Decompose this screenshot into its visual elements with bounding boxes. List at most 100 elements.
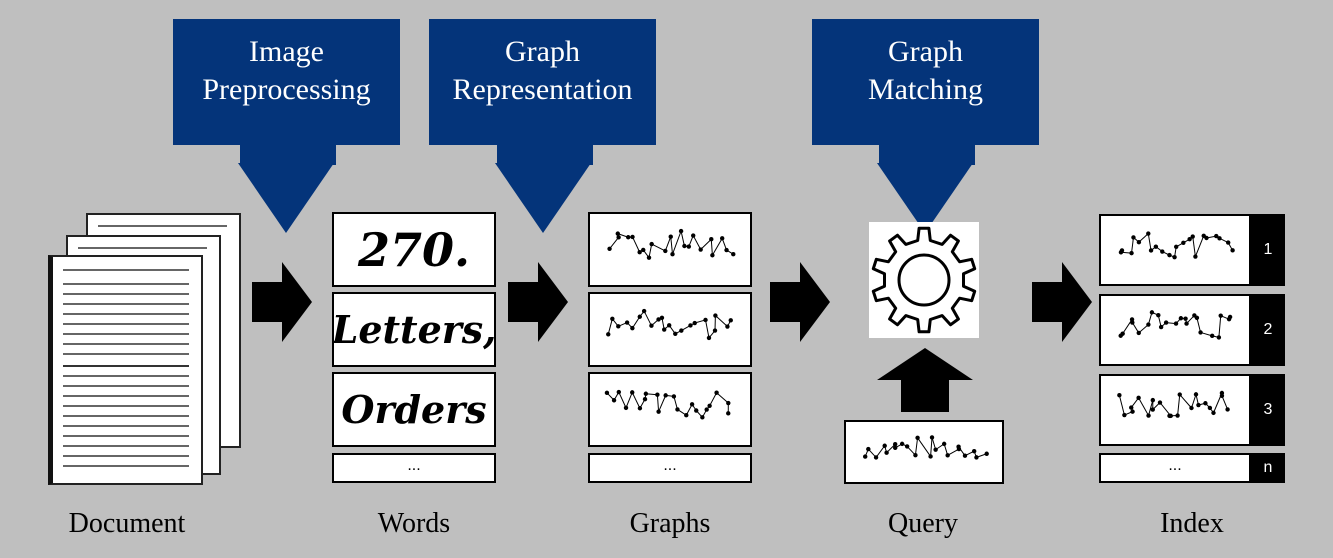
graph-edge bbox=[1196, 317, 1202, 333]
graph-node bbox=[725, 324, 730, 329]
graph-node bbox=[941, 441, 947, 447]
graph-node bbox=[643, 391, 649, 396]
query-graph bbox=[863, 435, 989, 460]
graph-node bbox=[623, 405, 629, 411]
word-image-text: Letters, bbox=[332, 307, 496, 352]
graph-node bbox=[1187, 236, 1192, 242]
graph-node bbox=[1160, 249, 1165, 254]
graph-edge bbox=[651, 243, 666, 252]
graph-node bbox=[692, 320, 697, 326]
graph-node bbox=[704, 407, 709, 412]
graph-node bbox=[1130, 409, 1135, 414]
graph-edge bbox=[631, 316, 641, 329]
graph-edge bbox=[1177, 394, 1181, 416]
graph-edge bbox=[1148, 399, 1154, 416]
graph-node bbox=[637, 250, 642, 255]
graph-node bbox=[1207, 405, 1213, 411]
caption-graphs: Graphs bbox=[629, 508, 711, 539]
graph-node bbox=[706, 335, 712, 341]
word-graph bbox=[606, 308, 733, 341]
graph-node bbox=[1156, 313, 1161, 318]
document-page-front bbox=[48, 255, 203, 485]
graph-edge bbox=[875, 445, 886, 458]
graph-node bbox=[630, 390, 635, 395]
graph-node bbox=[1175, 413, 1180, 418]
graph-node bbox=[1227, 314, 1233, 320]
graph-node bbox=[893, 445, 898, 451]
graph-node bbox=[688, 323, 693, 328]
graph-node bbox=[1209, 333, 1215, 339]
graph-node bbox=[679, 328, 684, 333]
graph-node bbox=[615, 231, 620, 236]
arrow-down-icon bbox=[877, 163, 973, 233]
graph-node bbox=[1129, 405, 1134, 410]
graph-node bbox=[899, 441, 905, 447]
graph-node bbox=[1120, 331, 1125, 336]
graph-node bbox=[1150, 397, 1156, 403]
graph-edge bbox=[618, 391, 627, 409]
graph-edge bbox=[670, 236, 674, 255]
graph-node bbox=[607, 246, 612, 251]
graph-node bbox=[1129, 250, 1134, 256]
graph-node bbox=[712, 328, 718, 333]
graph-node bbox=[710, 253, 715, 258]
graph-node bbox=[1122, 412, 1127, 418]
graph-node bbox=[671, 394, 677, 399]
graph-node bbox=[630, 234, 635, 240]
graph-edge bbox=[607, 318, 613, 335]
word-card-ellipsis: ... bbox=[332, 453, 496, 483]
stage-label-line1: Image bbox=[249, 35, 324, 68]
stage-graph-representation: Graph Representation bbox=[429, 19, 656, 145]
graph-node bbox=[971, 448, 977, 454]
graph-node bbox=[606, 332, 611, 337]
graph-node bbox=[1146, 413, 1151, 418]
graph-edge bbox=[1118, 395, 1125, 416]
graph-node bbox=[689, 402, 695, 407]
graph-node bbox=[659, 315, 665, 320]
graph-node bbox=[1150, 407, 1155, 412]
graph-node bbox=[1153, 244, 1159, 249]
graph-node bbox=[616, 389, 622, 395]
gear-box bbox=[869, 222, 979, 338]
graph-edge bbox=[648, 244, 653, 258]
graph-node bbox=[974, 455, 979, 460]
graph-node bbox=[928, 454, 933, 459]
graph-node bbox=[945, 453, 950, 458]
stage-graph-matching: Graph Matching bbox=[812, 19, 1039, 145]
graph-edge bbox=[700, 238, 712, 250]
graph-node bbox=[713, 313, 718, 318]
graph-node bbox=[1183, 316, 1188, 321]
graph-node bbox=[1184, 321, 1189, 326]
word-card: Letters, bbox=[332, 292, 496, 367]
graph-edge bbox=[1221, 395, 1229, 410]
graph-node bbox=[1118, 250, 1124, 255]
graph-node bbox=[1204, 235, 1209, 241]
graph-node bbox=[1136, 239, 1142, 245]
graph-node bbox=[913, 452, 918, 458]
word-graph bbox=[607, 228, 736, 260]
query-card bbox=[844, 420, 1004, 484]
rank-badge: 2 bbox=[1251, 294, 1285, 366]
graph-node bbox=[673, 331, 678, 336]
graph-edge bbox=[672, 230, 682, 255]
graph-node bbox=[1218, 313, 1223, 318]
graph-node bbox=[904, 444, 910, 449]
graph-edge bbox=[664, 236, 672, 252]
graph-node bbox=[641, 308, 647, 314]
graph-node bbox=[1130, 320, 1135, 325]
graph-node bbox=[700, 415, 705, 420]
graph-node bbox=[1190, 234, 1195, 239]
graph-node bbox=[929, 435, 935, 440]
graph-node bbox=[1217, 236, 1222, 241]
graph-node bbox=[1157, 400, 1163, 405]
graph-node bbox=[1167, 252, 1172, 258]
gear-icon bbox=[871, 226, 977, 334]
graph-node bbox=[675, 407, 680, 412]
graph-edge bbox=[709, 392, 718, 407]
graph-edge bbox=[632, 236, 641, 253]
graph-node bbox=[728, 318, 733, 323]
graph-node bbox=[1196, 402, 1201, 408]
graph-node bbox=[726, 411, 731, 416]
graph-node bbox=[724, 247, 729, 253]
arrow-right-icon bbox=[770, 262, 830, 342]
